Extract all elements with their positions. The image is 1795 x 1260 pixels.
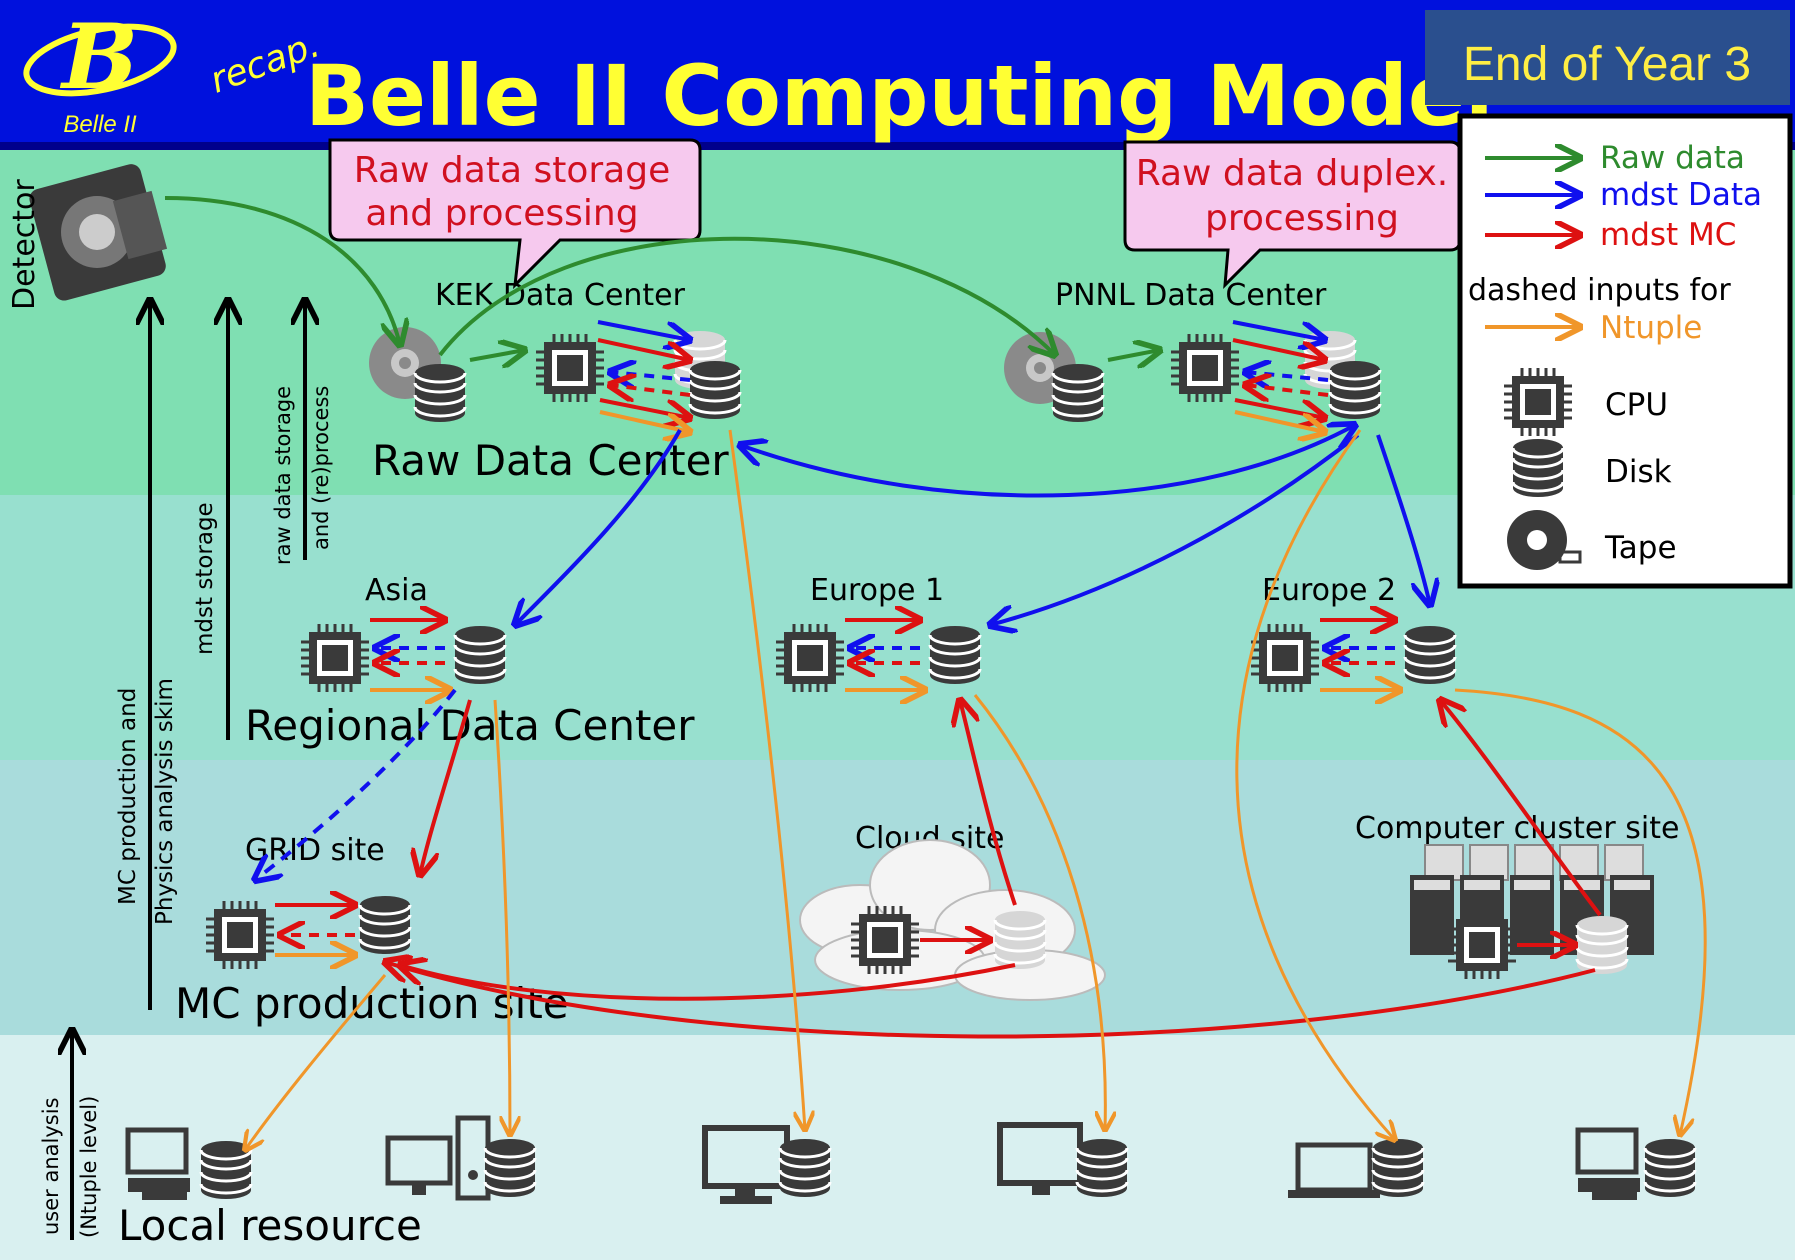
belle-logo: B Belle II — [23, 4, 177, 138]
callout-pnnl-line1: Raw data duplex. — [1136, 153, 1449, 194]
legend-tape: Tape — [1604, 530, 1677, 566]
raw-storage-label-1: raw data storage — [271, 386, 295, 565]
user-analysis-label-1: user analysis — [39, 1097, 63, 1235]
grid-site-label: GRID site — [245, 833, 385, 868]
europe1-cpu-icon — [774, 622, 846, 694]
pnnl-dc-label: PNNL Data Center — [1055, 278, 1327, 313]
grid-cpu-icon — [204, 899, 276, 971]
legend-dashed: dashed inputs for — [1468, 273, 1731, 308]
monitor-tower-icon — [997, 1122, 1129, 1199]
desktop-computer-2-icon — [385, 1115, 537, 1201]
raw-data-center-label: Raw Data Center — [372, 436, 729, 485]
legend-cpu-icon — [1502, 366, 1574, 438]
laptop-icon — [1288, 1137, 1425, 1199]
regional-data-center-label: Regional Data Center — [245, 701, 695, 750]
asia-label: Asia — [365, 573, 428, 608]
europe2-cpu-icon — [1249, 622, 1321, 694]
mdst-storage-label: mdst storage — [192, 502, 218, 655]
callout-kek-line2: and processing — [365, 193, 638, 234]
cloud-cpu-icon — [849, 904, 921, 976]
cluster-cpu-icon — [1446, 909, 1518, 981]
badge-text: End of Year 3 — [1463, 38, 1751, 91]
legend-mdst-data: mdst Data — [1600, 177, 1762, 213]
ntuple-flows — [245, 429, 1707, 1150]
cloud-disk-icon — [993, 909, 1047, 971]
legend-ntuple: Ntuple — [1600, 310, 1702, 346]
asia-cpu-icon — [299, 622, 371, 694]
pnnl-raw-disk-icon — [1051, 362, 1105, 424]
pnnl-cpu-icon — [1169, 332, 1241, 404]
kek-dc-label: KEK Data Center — [435, 278, 686, 313]
raw-data-flows — [164, 196, 1160, 360]
internal-flows — [275, 320, 1575, 955]
legend-tape-icon — [1507, 510, 1582, 570]
mdst-mc-flows — [385, 700, 1602, 1039]
logo-caption: Belle II — [63, 111, 137, 138]
raw-storage-label-2: and (re)process — [309, 386, 333, 550]
kek-cpu-icon — [534, 332, 606, 404]
user-analysis-label-2: (Ntuple level) — [77, 1096, 101, 1238]
monitor-computer-icon — [702, 1125, 832, 1204]
callout-kek-line1: Raw data storage — [354, 150, 670, 191]
local-resource-icons — [125, 1115, 1697, 1204]
asia-disk-icon — [453, 624, 507, 686]
legend-disk-icon — [1511, 437, 1565, 499]
band-local-resource — [0, 1035, 1795, 1260]
detector-label: Detector — [7, 179, 42, 310]
cluster-disk-icon — [1575, 914, 1629, 976]
kek-raw-disk-icon — [413, 362, 467, 424]
desktop-computer-1-icon — [125, 1127, 253, 1201]
desktop-computer-3-icon — [1575, 1127, 1697, 1200]
europe1-disk-icon — [928, 624, 982, 686]
mc-production-label-1: MC production and — [115, 688, 141, 905]
page-title: Belle II Computing Model — [305, 47, 1494, 145]
local-resource-label: Local resource — [118, 1201, 422, 1250]
grid-disk-icon — [358, 894, 412, 956]
legend-mdst-mc: mdst MC — [1600, 217, 1736, 253]
europe1-label: Europe 1 — [810, 573, 944, 608]
mc-production-label-2: Physics analysis skim — [152, 678, 178, 925]
legend-raw-data: Raw data — [1600, 140, 1745, 176]
callout-pnnl-line2: processing — [1205, 198, 1399, 239]
mdst-data-flows — [255, 425, 1430, 880]
kek-disk-icon — [688, 359, 742, 421]
end-of-year-badge — [1425, 10, 1790, 105]
legend-cpu: CPU — [1605, 387, 1668, 423]
logo-letter: B — [59, 4, 138, 110]
callout-pnnl: Raw data duplex. processing — [1123, 140, 1462, 289]
europe2-label: Europe 2 — [1262, 573, 1396, 608]
europe2-disk-icon — [1403, 624, 1457, 686]
legend-disk: Disk — [1605, 454, 1672, 490]
legend: Raw data mdst Data mdst MC dashed inputs… — [1457, 113, 1793, 589]
pnnl-disk-icon — [1328, 359, 1382, 421]
detector-icon — [29, 164, 168, 301]
cluster-site-label: Computer cluster site — [1355, 811, 1679, 846]
